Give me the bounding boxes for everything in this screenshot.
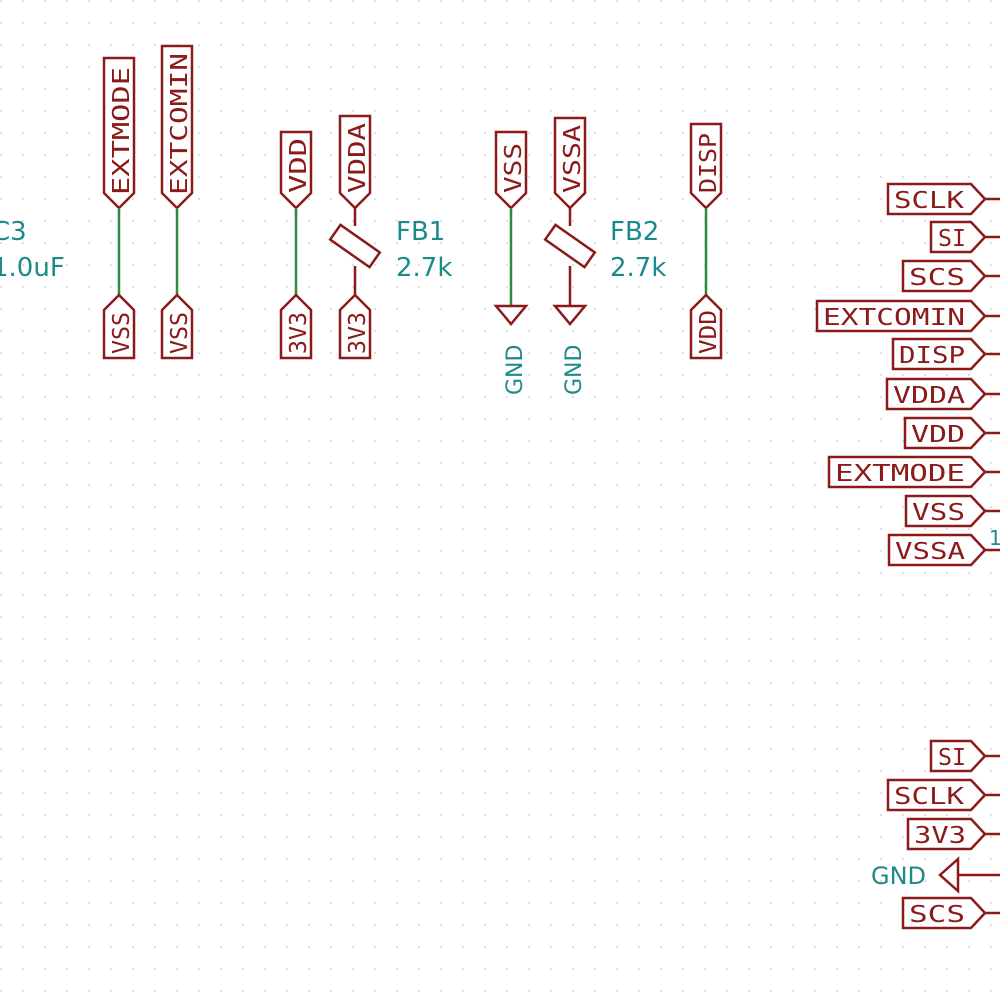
ferrite-bead-fb1[interactable]: [328, 223, 382, 269]
fb2-value: 2.7k: [610, 253, 666, 283]
gnd-label: GND: [871, 862, 926, 890]
extcomin-label: EXTCOMIN: [823, 305, 965, 331]
sclk-label: SCLK: [894, 784, 964, 810]
lower-connector-group: SI SCLK 3V3 GND SCS: [871, 739, 1000, 930]
disp-label: DISP: [696, 133, 722, 193]
disp-label-shape[interactable]: [689, 122, 723, 210]
scs-label-shape[interactable]: [901, 896, 987, 930]
upper-connector-group: SCLK SI SCS EXTCOMIN DISP VDDA VDD EXTMO…: [815, 182, 1000, 567]
net-extmode-group: EXTMODE VSS: [102, 56, 136, 360]
fb1-ref: FB1: [396, 217, 445, 247]
net-extcomin-group: EXTCOMIN VSS: [160, 44, 194, 360]
scs-label: SCS: [909, 902, 965, 928]
vssa-label: VSSA: [560, 125, 586, 193]
vdd-label-shape[interactable]: [279, 130, 313, 210]
net-vdda-group: VDDA 3V3: [328, 114, 382, 360]
vss-label-shape[interactable]: [102, 293, 136, 360]
extmode-label-shape[interactable]: [827, 455, 987, 489]
disp-label: DISP: [899, 343, 965, 369]
vss-label-shape[interactable]: [160, 293, 194, 360]
pin-number-partial: 1: [989, 526, 1000, 550]
vss-label: VSS: [912, 500, 965, 526]
3v3-label-shape[interactable]: [906, 817, 987, 851]
vssa-label-shape[interactable]: [887, 533, 987, 567]
sclk-label-shape[interactable]: [886, 182, 987, 216]
c3-ref: C3: [0, 217, 27, 247]
extmode-label: EXTMODE: [835, 461, 965, 487]
si-label: SI: [938, 745, 966, 771]
gnd-label: GND: [562, 345, 587, 395]
scs-label-shape[interactable]: [901, 259, 987, 293]
3v3-label: 3V3: [914, 823, 966, 849]
disp-label-shape[interactable]: [891, 337, 987, 371]
3v3-label: 3V3: [286, 312, 312, 354]
vdd-label: VDD: [911, 422, 965, 448]
si-label-shape[interactable]: [929, 220, 987, 254]
vss-label-shape[interactable]: [494, 130, 528, 210]
ferrite-bead-fb2[interactable]: [543, 223, 597, 269]
net-vssa-group: VSSA GND: [543, 116, 597, 395]
3v3-label-shape[interactable]: [338, 293, 372, 360]
net-vss-gnd-group: VSS GND: [493, 130, 529, 395]
gnd-label: GND: [503, 345, 528, 395]
extcomin-label-shape[interactable]: [815, 299, 987, 333]
vdda-label-shape[interactable]: [338, 114, 372, 210]
net-vdd-group: VDD 3V3: [279, 130, 313, 360]
sclk-label: SCLK: [894, 188, 964, 214]
si-label-shape[interactable]: [929, 739, 987, 773]
vdda-label: VDDA: [893, 383, 965, 409]
vdda-label-shape[interactable]: [885, 377, 987, 411]
vss-label: VSS: [109, 312, 135, 354]
net-disp-group: DISP VDD: [689, 122, 723, 360]
vss-label: VSS: [501, 143, 527, 193]
fb1-value: 2.7k: [396, 253, 452, 283]
si-label: SI: [938, 226, 966, 252]
gnd-symbol: [552, 304, 588, 326]
vssa-label: VSSA: [895, 539, 965, 565]
vdd-label: VDD: [286, 138, 312, 193]
vss-label: VSS: [167, 312, 193, 354]
vdd-label: VDD: [696, 310, 722, 354]
3v3-label: 3V3: [345, 312, 371, 354]
vss-label-shape[interactable]: [904, 494, 987, 528]
vdd-label-shape[interactable]: [689, 293, 723, 360]
extcomin-label: EXTCOMIN: [167, 53, 193, 195]
extmode-label-shape[interactable]: [102, 56, 136, 210]
3v3-label-shape[interactable]: [279, 293, 313, 360]
vdda-label: VDDA: [345, 123, 371, 193]
vdd-label-shape[interactable]: [903, 416, 987, 450]
sclk-label-shape[interactable]: [886, 778, 987, 812]
scs-label: SCS: [909, 265, 965, 291]
fb2-ref: FB2: [610, 217, 659, 247]
gnd-symbol: [493, 304, 529, 326]
extmode-label: EXTMODE: [109, 67, 135, 195]
vssa-label-shape[interactable]: [553, 116, 587, 210]
extcomin-label-shape[interactable]: [160, 44, 194, 210]
c3-value: 1.0uF: [0, 253, 65, 283]
